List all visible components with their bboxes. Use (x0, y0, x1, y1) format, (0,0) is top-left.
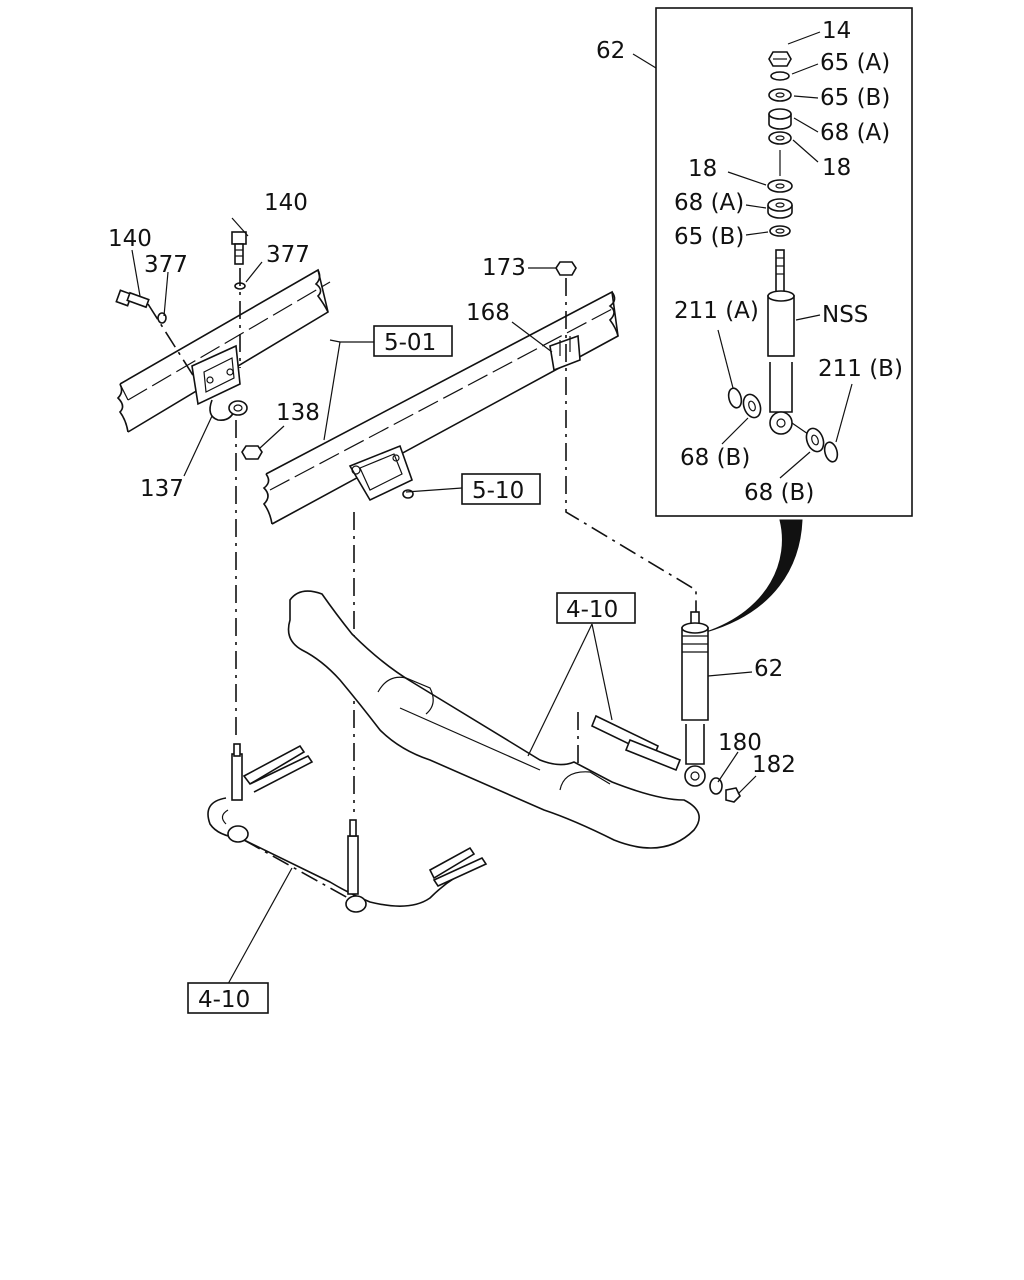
label-137: 137 (140, 476, 184, 502)
label-62-mid: 62 (754, 656, 783, 682)
shock-absorber-nss-icon (767, 249, 809, 435)
label-173: 173 (482, 255, 526, 281)
washer-18-lower-icon (767, 179, 793, 193)
label-140-left: 140 (108, 226, 152, 252)
label-nss: NSS (822, 302, 868, 328)
washer-211b-icon (823, 441, 839, 463)
bolt-140-top-icon (231, 231, 247, 265)
front-axle-beam (287, 590, 700, 849)
label-65b-left: 65 (B) (674, 224, 744, 250)
ref-box-410-top[interactable]: 4-10 (556, 592, 636, 624)
bracket-510-icon (348, 444, 414, 502)
bolt-140-left-icon (115, 289, 150, 309)
label-140-top: 140 (264, 190, 308, 216)
svg-text:5-10: 5-10 (472, 478, 524, 504)
label-377-right: 377 (266, 242, 310, 268)
stabilizer-bar (207, 743, 488, 913)
svg-text:5-01: 5-01 (384, 330, 436, 356)
nut-14-icon (768, 51, 792, 67)
washer-65b-lower-icon (769, 225, 791, 237)
bushing-68a-top-icon (768, 108, 792, 130)
label-211a: 211 (A) (674, 298, 759, 324)
shock-absorber-62-icon (681, 611, 709, 787)
label-18-left: 18 (688, 156, 717, 182)
label-377-left: 377 (144, 252, 188, 278)
label-68b-bottom: 68 (B) (744, 480, 814, 506)
clip-377-left-icon (157, 312, 167, 324)
washer-18-top-icon (768, 131, 792, 145)
label-65b-top: 65 (B) (820, 85, 890, 111)
inset-frame (655, 7, 913, 517)
label-168: 168 (466, 300, 510, 326)
ref-box-501[interactable]: 5-01 (373, 325, 453, 357)
frame-rail-right (262, 290, 619, 525)
svg-text:4-10: 4-10 (198, 987, 250, 1013)
washer-65a-icon (770, 71, 790, 81)
nut-182-icon (725, 787, 741, 803)
label-180: 180 (718, 730, 762, 756)
nut-138-icon (241, 445, 263, 460)
label-65a: 65 (A) (820, 50, 890, 76)
label-18-right: 18 (822, 155, 851, 181)
bracket-168-icon (549, 334, 581, 372)
callout-arrow-icon (705, 519, 803, 633)
label-68a-top: 68 (A) (820, 120, 890, 146)
washer-211a-icon (727, 387, 743, 409)
bushing-68a-lower-icon (767, 198, 793, 219)
label-211b: 211 (B) (818, 356, 903, 382)
svg-text:4-10: 4-10 (566, 597, 618, 623)
bracket-137-icon (191, 344, 248, 422)
nut-173-icon (555, 261, 577, 276)
label-62-top: 62 (596, 38, 625, 64)
ref-box-410-bottom[interactable]: 4-10 (187, 982, 269, 1014)
ref-box-510[interactable]: 5-10 (461, 473, 541, 505)
bushing-68b-left-icon (742, 393, 762, 419)
label-68b-left: 68 (B) (680, 445, 750, 471)
bushing-68b-right-icon (805, 427, 825, 453)
washer-180-icon (709, 777, 723, 795)
label-68a-left: 68 (A) (674, 190, 744, 216)
washer-65b-top-icon (768, 88, 792, 102)
label-138: 138 (276, 400, 320, 426)
label-14: 14 (822, 18, 851, 44)
stud-pin-icon (590, 714, 682, 772)
label-182: 182 (752, 752, 796, 778)
